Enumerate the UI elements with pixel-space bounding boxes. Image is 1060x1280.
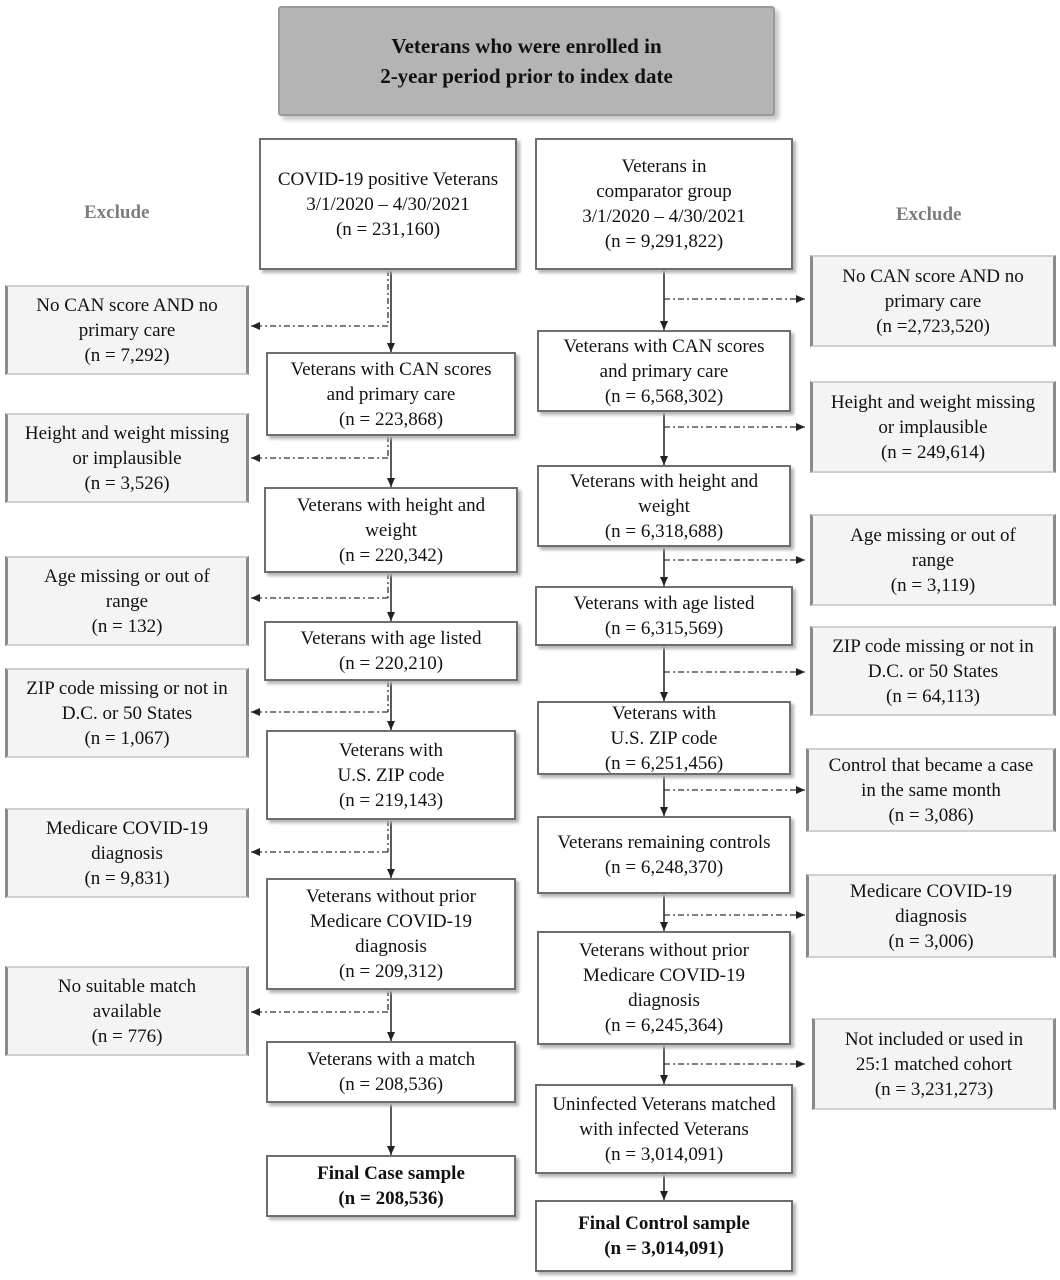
left-step-height-weight: Veterans with height and weight (n = 220…	[264, 487, 518, 573]
left-exclusion-age: Age missing or out of range (n = 132)	[5, 556, 249, 646]
left-step-medicare: Veterans without prior Medicare COVID-19…	[266, 878, 516, 990]
left-step-match: Veterans with a match (n = 208,536)	[266, 1041, 516, 1103]
right-step-zip: Veterans with U.S. ZIP code (n = 6,251,4…	[537, 701, 791, 775]
right-step-age: Veterans with age listed (n = 6,315,569)	[535, 586, 793, 646]
left-final-box: Final Case sample (n = 208,536)	[266, 1155, 516, 1217]
left-top-box: COVID-19 positive Veterans 3/1/2020 – 4/…	[259, 138, 517, 270]
right-exclusion-can: No CAN score AND no primary care (n =2,7…	[810, 255, 1056, 347]
left-exclusion-match: No suitable match available (n = 776)	[5, 966, 249, 1056]
right-step-matched: Uninfected Veterans matched with infecte…	[535, 1084, 793, 1174]
right-step-height-weight: Veterans with height and weight (n = 6,3…	[537, 465, 791, 547]
right-step-can-scores: Veterans with CAN scores and primary car…	[537, 330, 791, 412]
left-exclusion-medicare: Medicare COVID-19 diagnosis (n = 9,831)	[5, 808, 249, 898]
right-exclusion-zip: ZIP code missing or not in D.C. or 50 St…	[810, 626, 1056, 716]
left-exclusion-zip: ZIP code missing or not in D.C. or 50 St…	[5, 668, 249, 758]
title-line: 2-year period prior to index date	[380, 64, 673, 88]
title-line: Veterans who were enrolled in	[391, 34, 662, 58]
left-step-age: Veterans with age listed (n = 220,210)	[264, 621, 518, 681]
left-step-zip: Veterans with U.S. ZIP code (n = 219,143…	[266, 730, 516, 820]
right-exclusion-medicare: Medicare COVID-19 diagnosis (n = 3,006)	[806, 874, 1056, 958]
right-exclusion-age: Age missing or out of range (n = 3,119)	[810, 514, 1056, 606]
left-exclusion-height-weight: Height and weight missing or implausible…	[5, 413, 249, 503]
exclude-right-header: Exclude	[896, 204, 962, 225]
title-box: Veterans who were enrolled in 2-year per…	[278, 6, 775, 116]
right-exclusion-control-case: Control that became a case in the same m…	[806, 748, 1056, 832]
right-final-box: Final Control sample (n = 3,014,091)	[535, 1200, 793, 1272]
exclude-left-header: Exclude	[84, 202, 150, 223]
right-exclusion-not-included: Not included or used in 25:1 matched coh…	[812, 1018, 1056, 1110]
right-top-box: Veterans in comparator group 3/1/2020 – …	[535, 138, 793, 270]
right-step-remaining: Veterans remaining controls (n = 6,248,3…	[537, 816, 791, 894]
left-step-can-scores: Veterans with CAN scores and primary car…	[266, 352, 516, 436]
left-exclusion-can: No CAN score AND no primary care (n = 7,…	[5, 285, 249, 375]
right-step-medicare: Veterans without prior Medicare COVID-19…	[537, 931, 791, 1045]
right-exclusion-height-weight: Height and weight missing or implausible…	[810, 381, 1056, 473]
